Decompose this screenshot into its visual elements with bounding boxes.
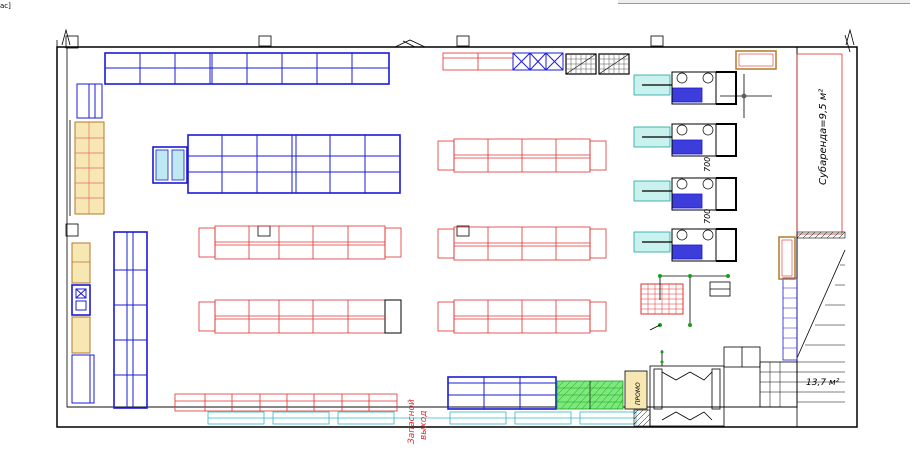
corner-label: ac] <box>0 2 11 10</box>
wine-racks <box>565 53 630 75</box>
checkout-2 <box>633 123 737 157</box>
emergency-exit-label-line2: выход <box>419 411 429 440</box>
top-shelving-row <box>442 52 630 75</box>
gondola-5 <box>437 299 607 334</box>
stair-area-label: 13,7 м² <box>806 378 840 388</box>
top-fridge-cases <box>104 52 390 85</box>
front-windows <box>207 411 637 425</box>
checkout-1 <box>633 71 737 105</box>
shopping-carts <box>640 274 731 331</box>
checkout-3 <box>633 177 737 211</box>
gondola-3 <box>437 138 607 173</box>
bottom-fridge <box>447 376 557 410</box>
entrance-vestibule <box>633 346 761 427</box>
bottom-wall-shelving <box>174 393 398 412</box>
gondola-2 <box>198 299 402 334</box>
dimension-700-lower: 700 <box>703 209 712 224</box>
promo-stand-label: ПРОМО <box>635 382 642 405</box>
emergency-exit: Запасной выход <box>407 399 429 444</box>
horizontal-scrollbar[interactable] <box>618 0 910 4</box>
left-wall-units <box>69 83 105 404</box>
gondola-4 <box>437 226 607 261</box>
dimension-700-upper: 700 <box>703 157 712 172</box>
promo-stand: ПРОМО <box>624 370 648 410</box>
checkout-counters <box>633 71 772 262</box>
center-fridge-island <box>152 134 401 194</box>
produce-display <box>556 380 624 410</box>
left-tall-fridge <box>113 231 148 409</box>
sublease-room: Субаренда=9,5 м² <box>735 50 843 235</box>
shelving-gondolas <box>174 138 607 412</box>
staircase: 13,7 м² <box>759 231 846 408</box>
gondola-1 <box>198 225 402 260</box>
sublease-area-label: Субаренда=9,5 м² <box>817 89 829 185</box>
checkout-4 <box>633 228 737 262</box>
emergency-exit-label-line1: Запасной <box>407 399 417 444</box>
